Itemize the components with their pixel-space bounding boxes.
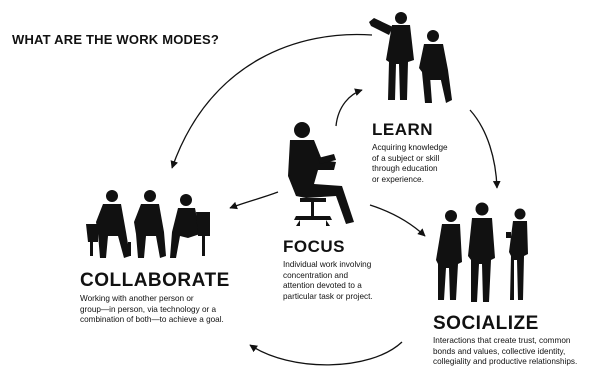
learn-desc-line: through education xyxy=(372,164,438,174)
collaborate-desc-line: Working with another person or xyxy=(80,294,194,303)
focus-desc-line: concentration and xyxy=(283,270,349,280)
collaborate-description: Working with another person or group—in … xyxy=(80,294,250,326)
socialize-desc-line: bonds and values, collective identity, xyxy=(433,346,566,356)
collaborate-heading: COLLABORATE xyxy=(80,270,230,291)
arrow-socialize-to-collaborate xyxy=(249,341,403,366)
learn-desc-line: Acquiring knowledge xyxy=(372,143,448,152)
arrow-learn-to-socialize xyxy=(469,109,501,189)
collaborate-desc-line: group—in person, via technology or a xyxy=(80,304,217,314)
arrow-focus-to-learn xyxy=(335,88,363,127)
learn-desc-line: or experience. xyxy=(372,174,424,184)
arrow-collaborate-to-learn xyxy=(170,33,373,169)
learn-desc-line: of a subject or skill xyxy=(372,153,440,163)
socialize-heading: SOCIALIZE xyxy=(433,313,539,334)
socialize-desc-line: collegiality and productive relationship… xyxy=(433,357,578,367)
arrow-focus-to-collaborate xyxy=(229,191,279,210)
socialize-description: Interactions that create trust, common b… xyxy=(433,336,589,368)
learn-description: Acquiring knowledge of a subject or skil… xyxy=(372,143,482,185)
diagram-title: WHAT ARE THE WORK MODES? xyxy=(12,32,220,47)
focus-description: Individual work involving concentration … xyxy=(283,260,413,302)
arrow-focus-to-socialize xyxy=(369,204,426,237)
focus-desc-line: Individual work involving xyxy=(283,260,372,269)
collaborate-desc-line: combination of both—to achieve a goal. xyxy=(80,315,224,325)
focus-desc-line: particular task or project. xyxy=(283,291,373,301)
socialize-desc-line: Interactions that create trust, common xyxy=(433,336,571,345)
focus-heading: FOCUS xyxy=(283,237,345,256)
learn-heading: LEARN xyxy=(372,120,434,139)
focus-desc-line: attention devoted to a xyxy=(283,281,362,291)
